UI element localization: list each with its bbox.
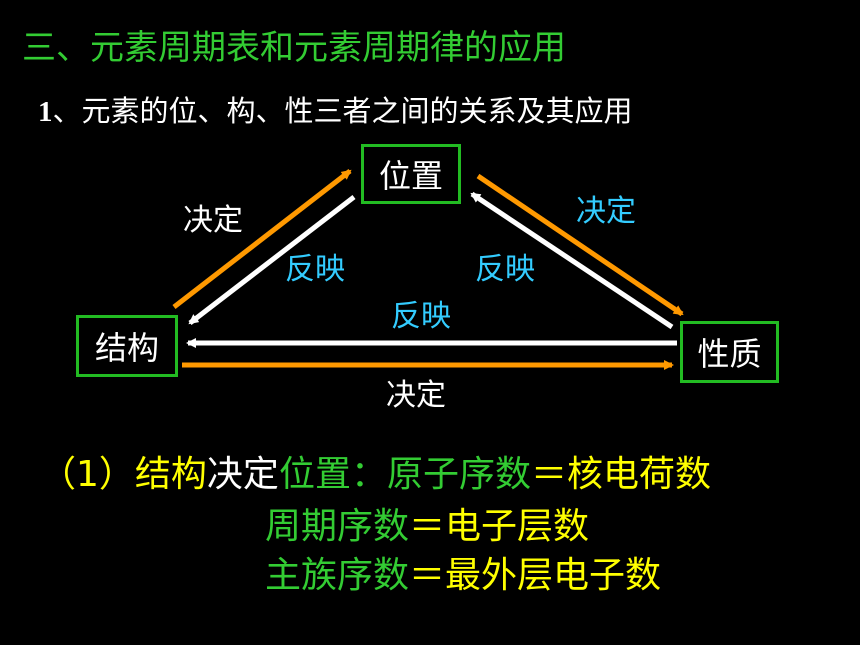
rule-prefix: （1） (40, 454, 135, 495)
label-left-decide: 决定 (183, 203, 243, 238)
subtitle-number: 1 (38, 96, 53, 128)
node-position: 位置 (361, 144, 461, 204)
node-structure: 结构 (76, 315, 178, 377)
rule-decide: 决定 (206, 454, 279, 495)
subtitle-text: 、元素的位、构、性三者之间的关系及其应用 (52, 94, 633, 128)
rule-line-1: （1）结构决定位置：原子序数＝核电荷数 (40, 445, 711, 497)
rule-line-3: 主族序数＝最外层电子数 (265, 546, 661, 598)
rule-nuclear-charge: ＝核电荷数 (530, 454, 711, 495)
rule-group-number: 主族序数 (265, 555, 410, 596)
rule-atomic-number: ：原子序数 (350, 454, 531, 495)
arrow-property-to-position (470, 191, 674, 330)
rule-structure: 结构 (134, 454, 207, 495)
arrow-position-to-structure (188, 195, 356, 325)
arrow-position-to-property (476, 173, 684, 317)
label-bottom-decide: 决定 (386, 378, 446, 413)
rule-position: 位置 (278, 454, 351, 495)
node-property: 性质 (680, 321, 779, 383)
label-right-reflect: 反映 (475, 252, 535, 287)
rule-line-2: 周期序数＝电子层数 (265, 497, 589, 549)
rule-period-number: 周期序数 (265, 506, 410, 547)
label-right-decide: 决定 (576, 194, 636, 229)
arrow-structure-to-position (172, 169, 352, 309)
section-subtitle: 1、元素的位、构、性三者之间的关系及其应用 (38, 88, 633, 130)
rule-outer-electrons: ＝最外层电子数 (409, 555, 662, 596)
rule-electron-shells: ＝电子层数 (409, 506, 590, 547)
page-title: 三、元素周期表和元素周期律的应用 (22, 28, 566, 68)
label-left-reflect: 反映 (285, 252, 345, 287)
label-bottom-reflect: 反映 (391, 299, 451, 334)
